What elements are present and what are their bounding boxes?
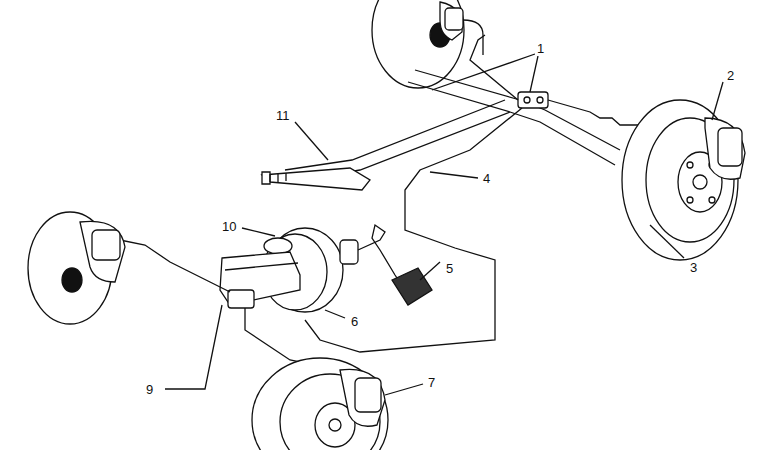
callout-number: 10 [220,219,238,234]
callout-number: 5 [444,261,455,276]
callout-number: 7 [426,375,437,390]
callout-number: 11 [274,108,292,123]
callout-number: 6 [349,314,360,329]
callout-number: 9 [144,382,155,397]
callout-number: 3 [688,260,699,275]
callout-number: 2 [725,68,736,83]
callout-number: 1 [535,41,546,56]
callout-number: 4 [481,171,492,186]
